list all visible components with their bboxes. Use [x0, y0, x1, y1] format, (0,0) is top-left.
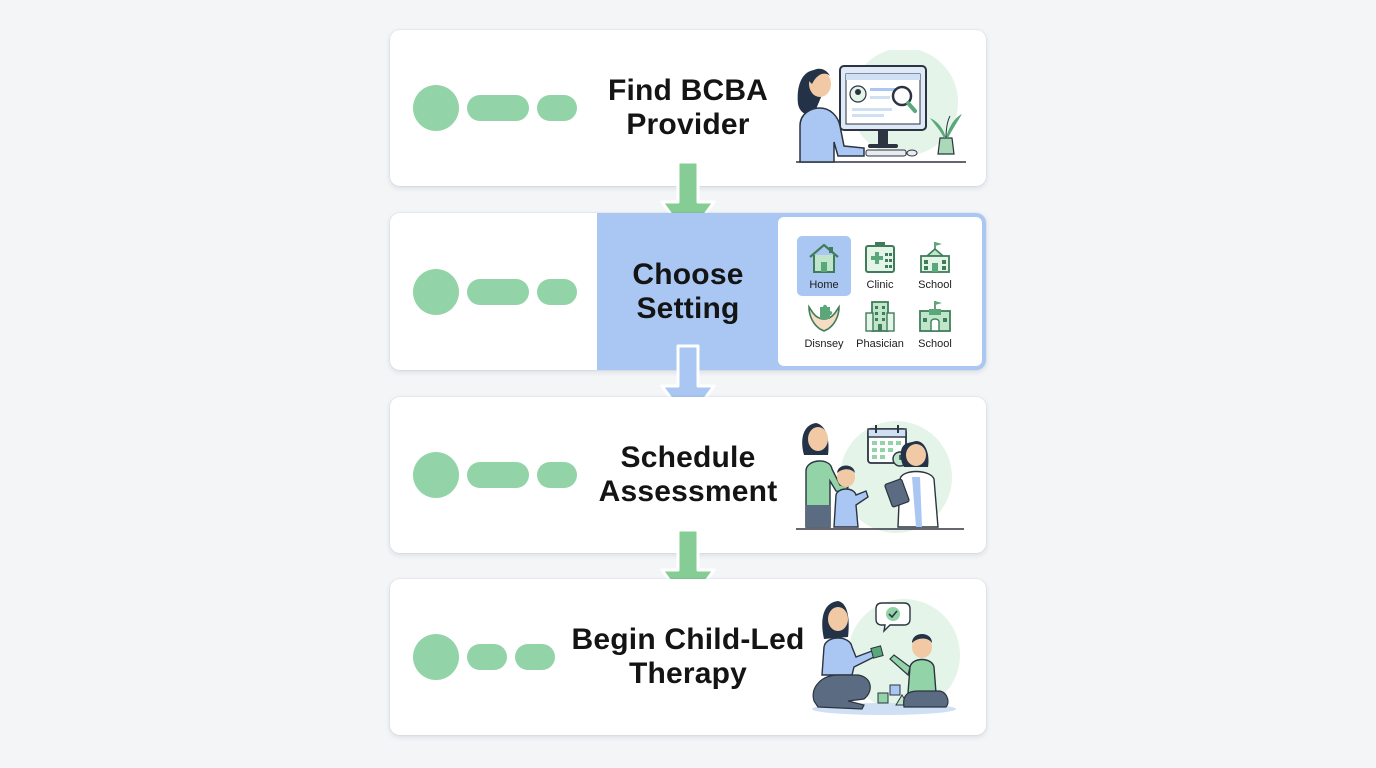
step-title: Choose Setting — [632, 258, 743, 326]
step-card-choose-setting: Choose Setting Home Clinic — [390, 213, 986, 370]
placeholder-pill — [537, 95, 577, 121]
setting-options-panel: Home Clinic S — [778, 217, 982, 366]
placeholder-pill — [537, 278, 577, 305]
step-placeholder-pills — [413, 634, 555, 680]
step-title-line1: Choose — [632, 257, 744, 291]
step-placeholder-pills — [413, 85, 577, 131]
step-card-begin-therapy: Begin Child-Led Therapy — [390, 579, 986, 735]
placeholder-dot — [413, 85, 459, 131]
building-icon — [865, 301, 895, 332]
step-title-line2: Therapy — [628, 657, 748, 690]
hands-puzzle-icon — [808, 304, 840, 332]
step-title: Schedule Assessment — [599, 441, 778, 509]
school-icon — [920, 242, 950, 273]
setting-label: Phasician — [856, 338, 904, 350]
step-card-schedule-assessment: Schedule Assessment — [390, 397, 986, 553]
step-title-line1: Find BCBA — [607, 74, 769, 107]
parent-child-doctor-illustration — [796, 421, 964, 533]
placeholder-dot — [413, 452, 459, 498]
step-card-find-provider: Find BCBA Provider — [390, 30, 986, 186]
placeholder-pill — [537, 462, 577, 488]
therapist-child-playing-illustration — [812, 599, 960, 715]
setting-label: School — [918, 279, 952, 291]
step-title-line1: Schedule — [620, 441, 756, 474]
setting-option-disnsey[interactable]: Disnsey — [797, 295, 851, 355]
placeholder-pill — [467, 462, 529, 488]
setting-option-clinic[interactable]: Clinic — [853, 236, 907, 296]
house-icon — [809, 243, 839, 273]
step-placeholder-pills — [413, 452, 577, 498]
placeholder-dot — [413, 268, 459, 315]
step-title: Begin Child-Led Therapy — [572, 623, 805, 691]
step-placeholder-pills — [413, 268, 577, 315]
setting-option-phasician[interactable]: Phasician — [853, 295, 907, 355]
setting-option-school-2[interactable]: School — [908, 295, 962, 355]
placeholder-dot — [413, 634, 459, 680]
setting-option-school[interactable]: School — [908, 236, 962, 296]
setting-label: School — [918, 338, 952, 350]
placeholder-pill — [467, 644, 507, 670]
clinic-icon — [865, 242, 895, 273]
step-title-line1: Begin Child-Led — [571, 623, 805, 656]
setting-label: Home — [809, 279, 839, 291]
step-title: Find BCBA Provider — [608, 74, 768, 142]
setting-label: Clinic — [866, 279, 894, 291]
setting-option-home[interactable]: Home — [797, 236, 851, 296]
step-title-line2: Assessment — [598, 475, 778, 508]
placeholder-pill — [515, 644, 555, 670]
school-building-icon — [919, 301, 951, 332]
step-title-line2: Provider — [626, 108, 750, 141]
placeholder-pill — [467, 278, 529, 305]
setting-label: Disnsey — [804, 338, 844, 350]
step-title-line2: Setting — [636, 291, 740, 325]
placeholder-pill — [467, 95, 529, 121]
woman-at-computer-illustration — [796, 50, 966, 163]
